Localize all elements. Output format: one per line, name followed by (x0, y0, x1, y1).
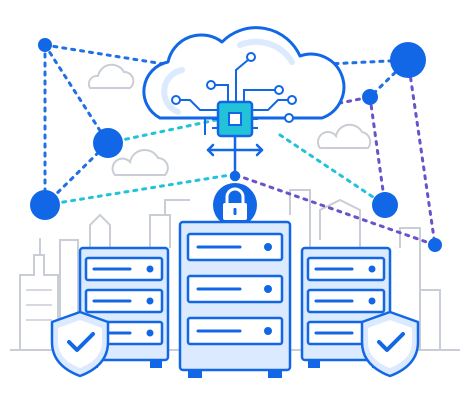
chip-icon (212, 100, 258, 138)
shield-check-icon (360, 310, 420, 378)
link-midleft-chip (106, 115, 232, 145)
link-bl-lock (43, 173, 232, 207)
link-lock-br (234, 173, 437, 247)
decor-cloud-left (87, 63, 135, 89)
network-node-icon (38, 38, 52, 52)
decor-cloud-mid (111, 148, 169, 176)
network-node-icon (93, 128, 123, 158)
link-tr-br (406, 58, 437, 247)
network-nodes (30, 38, 442, 252)
network-node-icon (372, 192, 398, 218)
shield-check-icon (50, 310, 110, 378)
distribution-arrows (206, 134, 264, 182)
circuit-traces (171, 52, 297, 135)
network-node-icon (30, 190, 60, 220)
lock-icon (213, 183, 257, 227)
link-rmid-rlow (368, 95, 387, 207)
decor-cloud-right (317, 123, 372, 149)
network-node-icon (390, 42, 426, 78)
link-tl-cloud (43, 43, 172, 67)
link-cloud-rlow (278, 133, 387, 207)
network-node-icon (362, 89, 378, 105)
link-tl-midleft (43, 43, 110, 145)
server-rack-center (178, 220, 292, 378)
network-node-icon (428, 238, 442, 252)
link-cloud-rmid (328, 95, 372, 107)
